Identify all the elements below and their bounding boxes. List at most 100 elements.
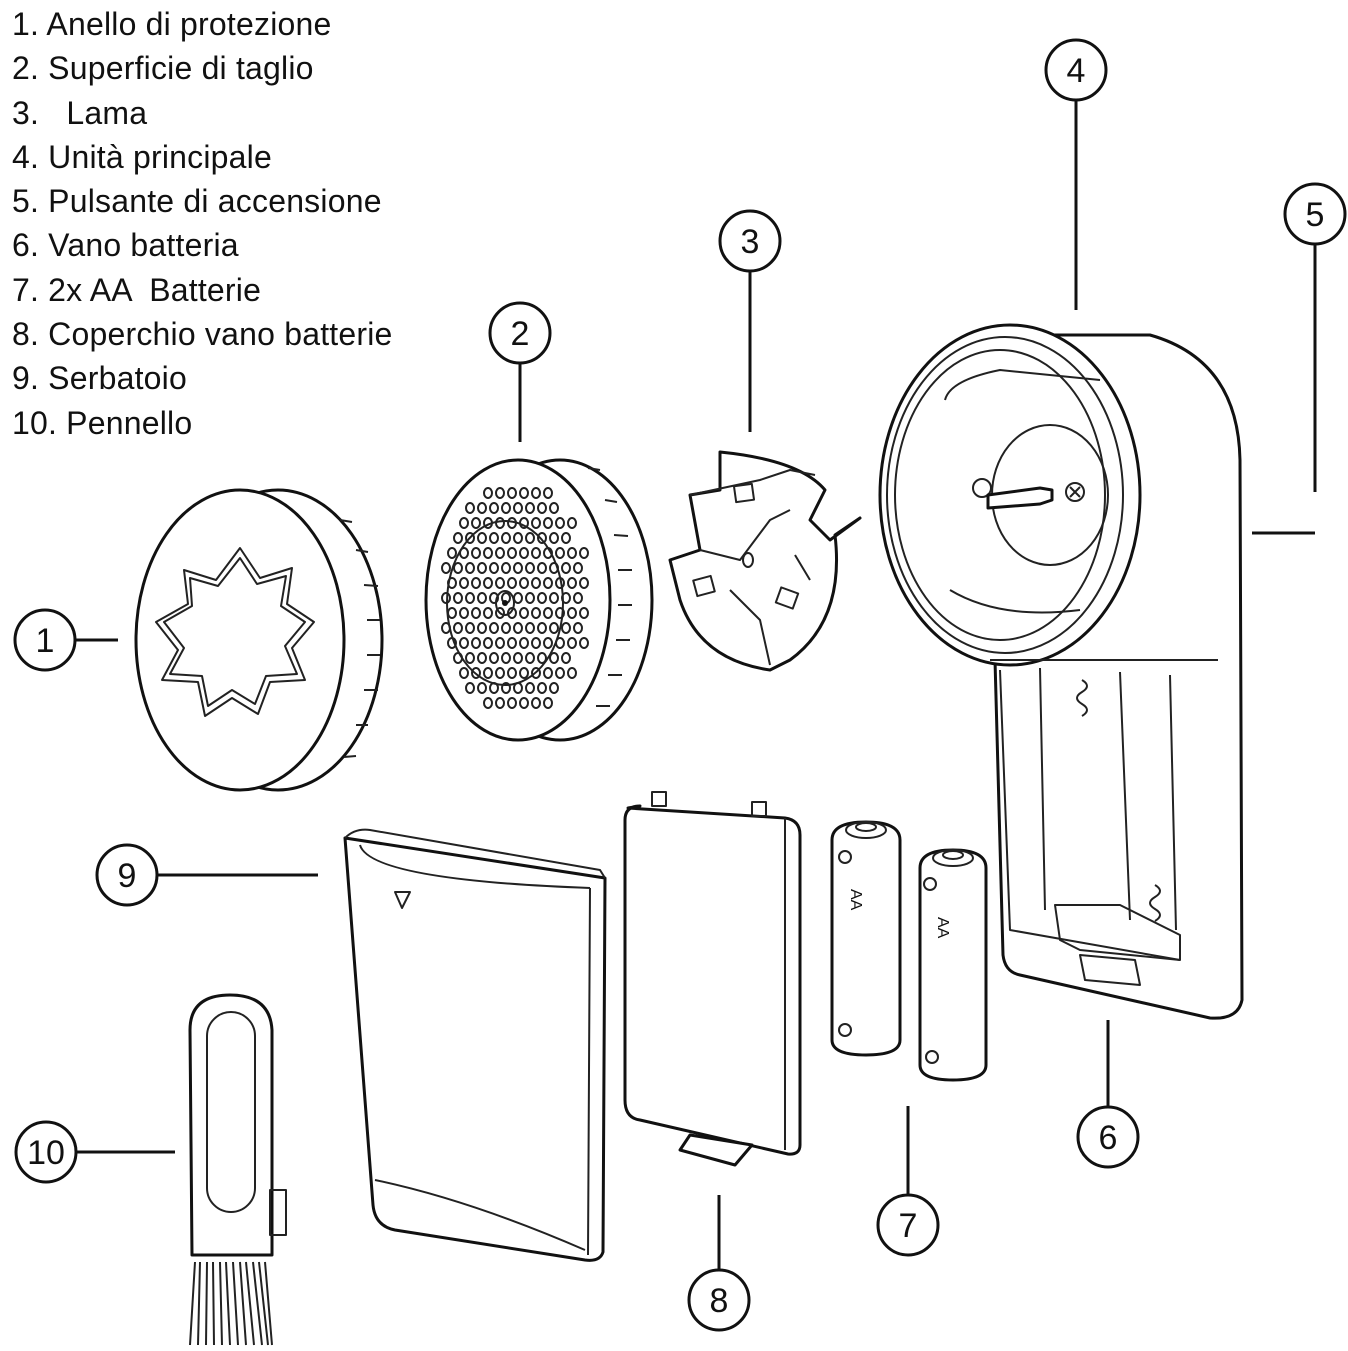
blade-drawing [668,450,862,672]
legend-item-3: 3. Lama [12,94,148,131]
cutting-hole [579,637,589,649]
protection-ring-drawing [134,488,384,792]
cutting-hole [537,652,547,664]
cutting-hole [477,622,487,634]
cutting-hole [543,577,553,589]
cutting-hole [465,562,475,574]
cutting-hole [531,637,541,649]
cutting-hole [477,652,487,664]
cutting-hole [483,697,493,709]
callout-1: 1 [13,608,77,672]
callout-number: 3 [741,223,760,261]
cutting-hole [537,682,547,694]
cutting-hole [513,622,523,634]
cutting-hole [471,547,481,559]
callout-number: 1 [36,622,55,660]
cutting-hole [507,697,517,709]
cutting-hole [459,607,469,619]
callout-number: 10 [27,1134,65,1172]
cutting-hole [555,607,565,619]
cutting-hole [543,667,553,679]
cutting-hole [531,577,541,589]
cutting-hole [441,562,451,574]
cutting-hole [525,562,535,574]
cutting-hole [561,622,571,634]
legend-item-4: 4. Unità principale [12,138,272,175]
cutting-hole [483,637,493,649]
cutting-hole [567,517,577,529]
cutting-hole [495,577,505,589]
cutting-hole [579,607,589,619]
cutting-hole [489,652,499,664]
callout-number: 8 [710,1282,729,1320]
cutting-hole [567,547,577,559]
cutting-hole [531,517,541,529]
cutting-hole [537,562,547,574]
cutting-hole [537,532,547,544]
cutting-hole [453,592,463,604]
cutting-hole [525,532,535,544]
legend-item-2: 2. Superficie di taglio [12,50,314,87]
legend-item-9: 9. Serbatoio [12,360,187,397]
cutting-hole [489,532,499,544]
callout-8: 8 [687,1268,751,1332]
cutting-hole [555,667,565,679]
brush-drawing [188,993,287,1346]
cutting-hole [489,592,499,604]
cutting-hole [531,697,541,709]
cutting-hole [507,547,517,559]
cutting-hole [459,517,469,529]
cutting-hole [555,547,565,559]
cutting-hole [531,487,541,499]
cutting-hole [501,502,511,514]
cutting-hole [513,502,523,514]
cutting-hole [525,652,535,664]
cutting-hole [489,562,499,574]
callout-2: 2 [488,301,552,365]
cutting-hole [507,607,517,619]
cutting-hole [543,697,553,709]
battery-cover-drawing [623,791,802,1167]
cutting-hole [537,592,547,604]
cutting-hole [543,637,553,649]
cutting-hole [525,622,535,634]
cutting-hole [519,577,529,589]
cutting-hole [579,577,589,589]
cutting-hole [537,502,547,514]
cutting-hole [483,577,493,589]
parts-legend: 1. Anello di protezione 2. Superficie di… [12,2,393,445]
callout-4: 4 [1044,38,1108,102]
cutting-hole [567,637,577,649]
cutting-hole [513,532,523,544]
cutting-hole [471,637,481,649]
cutting-hole [495,517,505,529]
cutting-hole [483,607,493,619]
cutting-hole [477,502,487,514]
cutting-hole [483,667,493,679]
cutting-hole [573,562,583,574]
legend-item-10: 10. Pennello [12,404,193,441]
legend-item-1: 1. Anello di protezione [12,6,332,42]
cutting-hole [501,622,511,634]
cutting-hole [501,562,511,574]
cutting-hole [501,532,511,544]
cutting-hole [525,592,535,604]
cutting-hole [465,682,475,694]
batteries-drawing: AA AA [830,820,988,1082]
cutting-hole [453,562,463,574]
cutting-hole [525,682,535,694]
cutting-hole [471,607,481,619]
svg-text:AA: AA [934,917,951,939]
cutting-hole [531,547,541,559]
cutting-hole [555,517,565,529]
cutting-hole [543,517,553,529]
cutting-hole [495,487,505,499]
callout-number: 6 [1099,1119,1118,1157]
cutting-hole [471,667,481,679]
cutting-hole [549,682,559,694]
callout-6: 6 [1076,1105,1140,1169]
cutting-hole [465,592,475,604]
cutting-hole [507,577,517,589]
svg-text:AA: AA [847,889,864,911]
cutting-hole [489,502,499,514]
